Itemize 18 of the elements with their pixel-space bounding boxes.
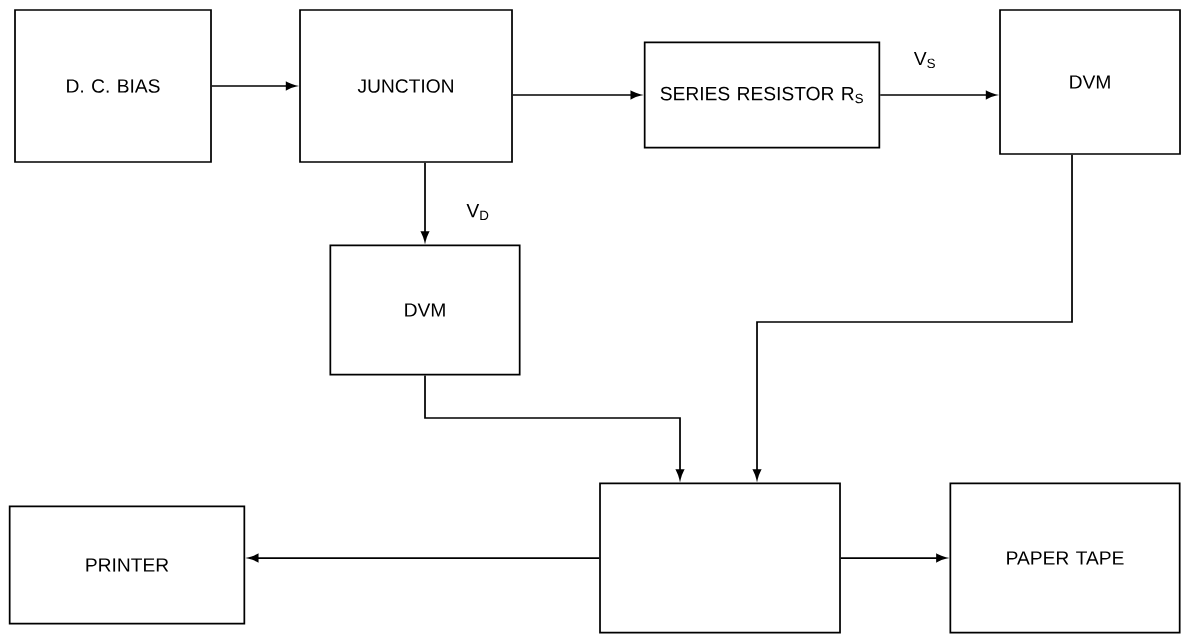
arrow [512,90,641,100]
process-box: PRINTER [8,505,246,625]
arrow [248,553,600,563]
process-box: D. C. BIAS [14,9,212,163]
edge-label: V$_{S}$ [912,50,938,70]
process-box: DVM [999,9,1181,155]
arrow [420,162,430,242]
process-box: DVM [329,244,521,376]
process-box: JUNCTION [299,9,513,163]
process-box: PAPER TAPE [949,482,1181,634]
edge-label: V$_{D}$ [465,202,491,222]
arrow [424,374,685,480]
empty-box [599,482,841,634]
arrow [879,90,997,100]
process-box: SERIES RESISTOR R$_{S}$ [643,41,881,149]
arrow [752,154,1073,480]
arrow [840,553,947,563]
arrow [211,81,297,91]
